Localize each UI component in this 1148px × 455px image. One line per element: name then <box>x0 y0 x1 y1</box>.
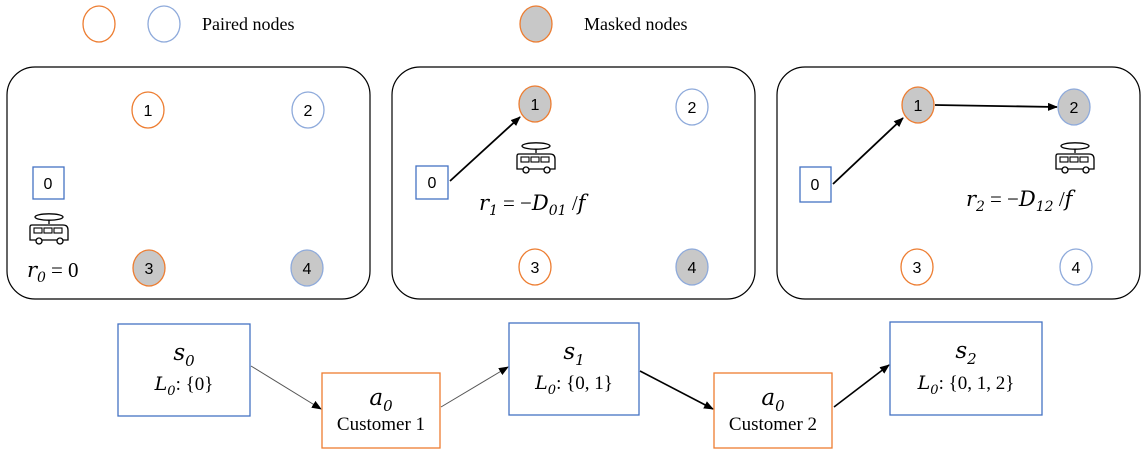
node-1-label: 1 <box>914 98 923 115</box>
state-box-s2: s2 L0: {0, 1, 2} <box>889 321 1043 416</box>
flow-arrow-a0-s2 <box>833 364 890 408</box>
node-3 <box>132 249 166 287</box>
legend-masked-node <box>519 5 553 43</box>
action-label: Customer 1 <box>337 414 425 435</box>
flow-arrow-s1-a0 <box>639 370 714 410</box>
flow-arrow-s0-a0 <box>250 365 322 410</box>
state-box-s0: s0 L0: {0} <box>117 323 251 417</box>
reward-r0: r0= 0 <box>27 258 79 286</box>
panel-frame <box>6 66 371 300</box>
action-symbol: a0 <box>761 385 785 415</box>
legend-paired-blue-node <box>147 5 181 43</box>
node-2 <box>1057 88 1091 126</box>
node-2-label: 2 <box>688 100 697 117</box>
route-edge-0-1 <box>832 117 904 185</box>
action-box-customer-1: a0 Customer 1 <box>321 372 441 449</box>
node-3-label: 3 <box>913 260 922 277</box>
state-visited-list: L0: {0} <box>154 373 214 399</box>
node-3 <box>900 248 934 286</box>
depot-label: 0 <box>811 177 820 194</box>
state-visited-list: L0: {0, 1} <box>534 372 613 398</box>
node-1 <box>901 86 935 124</box>
panel-step-2: 1 2 3 4 0 r2= −D12 /f <box>776 66 1141 300</box>
state-symbol: s1 <box>563 339 584 369</box>
node-2-label: 2 <box>1070 100 1079 117</box>
panel-frame <box>776 66 1141 300</box>
node-2 <box>675 88 709 126</box>
legend: Paired nodes Masked nodes <box>82 5 687 43</box>
panel-step-0: 1 2 3 4 0 r0= 0 <box>6 66 371 300</box>
node-2-label: 2 <box>304 103 313 120</box>
node-4-label: 4 <box>688 260 697 277</box>
node-1-label: 1 <box>144 103 153 120</box>
depot-label: 0 <box>44 176 53 193</box>
node-1 <box>518 85 552 123</box>
panel-step-1: 1 2 3 4 0 r1= −D01 /f <box>391 66 756 300</box>
depot-label: 0 <box>428 175 437 192</box>
state-symbol: s0 <box>173 340 195 370</box>
action-symbol: a0 <box>369 385 393 415</box>
action-label: Customer 2 <box>729 414 817 435</box>
state-box-s1: s1 L0: {0, 1} <box>508 322 640 416</box>
reward-r1: r1= −D01 /f <box>479 191 589 219</box>
node-1 <box>131 91 165 129</box>
node-3-label: 3 <box>145 261 154 278</box>
depot-node <box>799 166 832 203</box>
flow-arrow-a0-s1 <box>440 366 509 408</box>
legend-paired-label: Paired nodes <box>202 14 294 34</box>
panel-frame <box>391 66 756 300</box>
node-4-label: 4 <box>1072 260 1081 277</box>
node-2 <box>291 91 325 129</box>
node-4 <box>1059 248 1093 286</box>
state-visited-list: L0: {0, 1, 2} <box>917 372 1015 398</box>
node-4 <box>290 249 324 287</box>
node-3 <box>518 248 552 286</box>
route-edge-1-2 <box>934 102 1058 111</box>
depot-node <box>32 166 65 200</box>
legend-paired-orange-node <box>82 5 116 43</box>
node-4 <box>675 248 709 286</box>
node-3-label: 3 <box>531 260 540 277</box>
legend-masked-label: Masked nodes <box>584 14 687 34</box>
route-edge-0-1 <box>449 116 521 182</box>
action-box-customer-2: a0 Customer 2 <box>713 372 833 449</box>
reward-r2: r2= −D12 /f <box>966 187 1076 215</box>
depot-node <box>415 165 449 200</box>
node-1-label: 1 <box>531 97 540 114</box>
node-4-label: 4 <box>303 261 312 278</box>
state-symbol: s2 <box>955 338 976 368</box>
